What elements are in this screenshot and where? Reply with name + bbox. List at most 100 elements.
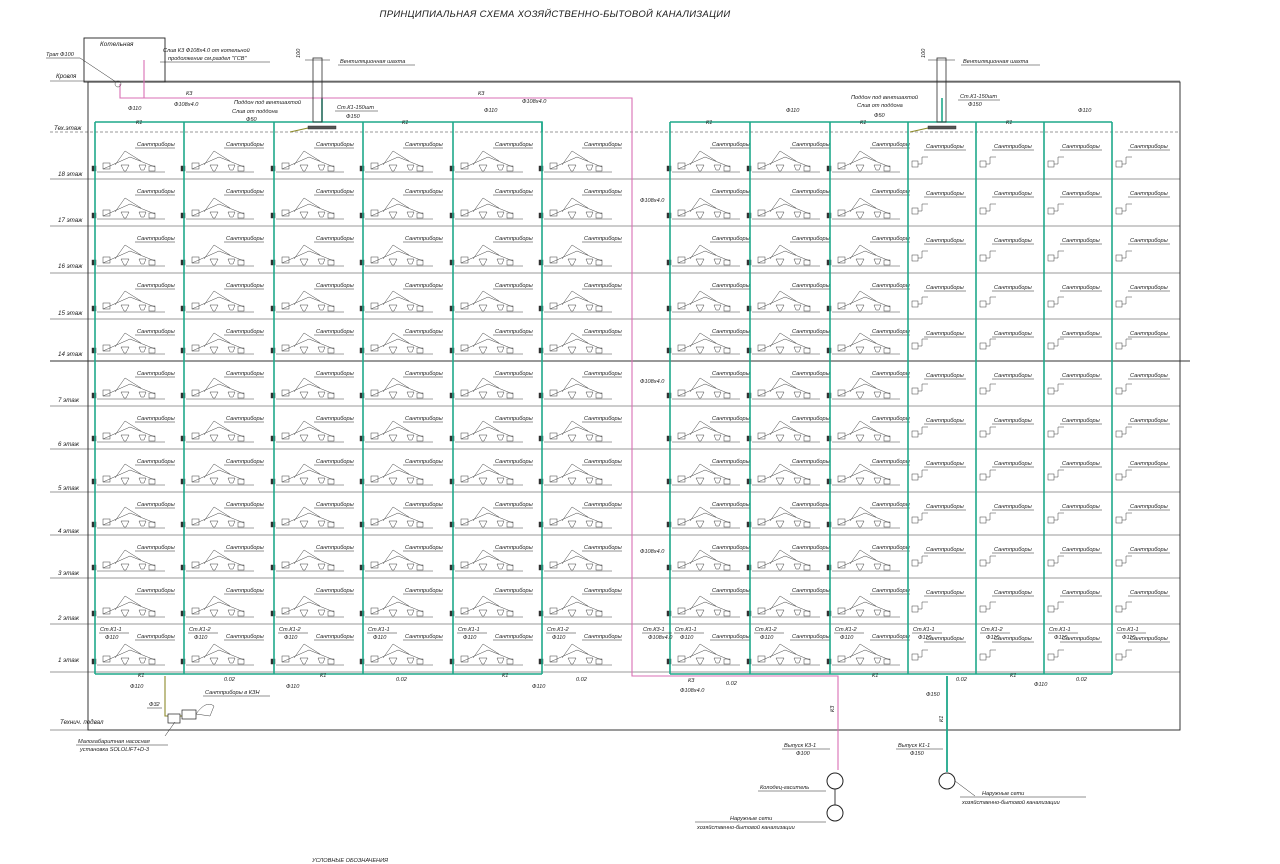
branch-line [677,203,731,217]
wc-shape [227,657,236,664]
wc-shape [209,346,219,354]
fixture-cell: Сантприборы [666,545,750,572]
branch-line [114,290,142,306]
riser-right-label: Ст.К1-150шт [960,94,997,100]
bottom-slope-6: 0.02 [1076,677,1088,683]
sink-shape [1115,160,1123,168]
tub-shape [506,165,514,172]
fixture-label: Сантприборы [872,142,910,148]
sink-shape [979,300,987,308]
cleanout-mark [449,347,455,354]
fixture-label: Сантприборы [926,191,964,197]
fixture-cell: Сантприборы [180,142,264,173]
branch-line [986,512,996,521]
trap-label: Трап Ф100 [46,52,75,58]
sink-shape [757,302,766,310]
k1-b-label: К1 [402,120,408,126]
cleanout-mark [449,259,455,266]
cleanout-mark [359,259,365,266]
tub-shape [595,347,603,354]
cleanout-mark [538,165,544,172]
fixture-label: Сантприборы [584,236,622,242]
cleanout-mark [180,212,186,219]
wc-shape [406,346,415,353]
floor-label-16: 16 этаж [58,263,83,270]
fixture-label: Сантприборы [872,283,910,289]
fixture-label: Сантприборы [316,502,354,508]
fixture-cell: Сантприборы [911,373,966,395]
branch-line [757,469,811,483]
pallet-drain-right-label: Слив от поддона [857,103,903,109]
fixture-cell: Сантприборы [91,459,175,486]
branch-line [382,290,410,306]
branch-line [293,549,321,565]
wc-shape [567,211,577,219]
branch-line [382,549,410,565]
fixture-label: Сантприборы [712,459,750,465]
fixture-cell: Сантприборы [1115,418,1170,438]
riser-name: Ст.К1-1 [1117,627,1139,633]
branch-line [1122,649,1132,658]
branch-line [114,420,142,436]
fixture-label: Сантприборы [316,329,354,335]
branch-line [769,549,797,565]
tub-shape [506,658,514,665]
wc-shape [496,304,505,311]
tub-shape [595,305,603,312]
branch-line [689,463,717,479]
fixture-cell: Сантприборы [359,634,443,666]
tub-shape [803,347,811,354]
fixture-cell: Сантприборы [91,283,175,313]
sink-shape [1047,516,1055,524]
branch-line [281,469,335,483]
sink-shape [1047,342,1055,350]
cleanout-mark [180,478,186,485]
sink-shape [460,256,469,264]
fixture-label: Сантприборы [495,236,533,242]
branch-line [203,643,231,659]
ext-net-k3-b: хозяйственно-бытовой канализации [696,824,795,831]
fixture-cell: Сантприборы [91,588,175,618]
branch-line [203,506,231,522]
well-external-k1 [938,772,956,790]
wc-shape [478,477,488,485]
fixture-cell: Сантприборы [359,459,443,486]
fixture-label: Сантприборы [495,588,533,594]
tub-shape [883,347,891,354]
wc-shape [388,434,398,442]
wc-shape [227,304,236,311]
sink-shape [281,256,290,264]
wc-shape [855,563,865,571]
riser-diameter: Ф110 [552,635,566,641]
fixture-cell: Сантприборы [826,502,910,529]
wc-shape [873,477,882,484]
fixture-cell: Сантприборы [270,459,354,486]
branch-line [203,420,231,436]
branch-line [677,649,731,663]
fixture-label: Сантприборы [584,283,622,289]
tub-shape [416,165,424,172]
tub-shape [883,658,891,665]
fixture-label: Сантприборы [994,238,1032,244]
wc-shape [775,520,785,528]
tub-shape [237,165,245,172]
tub-shape [148,347,156,354]
fixture-label: Сантприборы [405,588,443,594]
sink-shape [460,389,469,397]
fixture-label: Сантприборы [1130,547,1168,553]
branch-line [1122,250,1132,259]
sink-shape [757,518,766,526]
branch-line [849,463,877,479]
wc-shape [138,609,147,616]
tub-shape [416,392,424,399]
tub-shape [723,658,731,665]
riser-name: Ст.К1-2 [547,627,569,633]
wc-shape [585,609,594,616]
sink-shape [837,389,846,397]
cleanout-mark [826,347,832,354]
wc-shape [855,609,865,617]
branch-line [114,377,142,393]
branch-line [549,601,603,615]
wc-shape [567,164,577,172]
